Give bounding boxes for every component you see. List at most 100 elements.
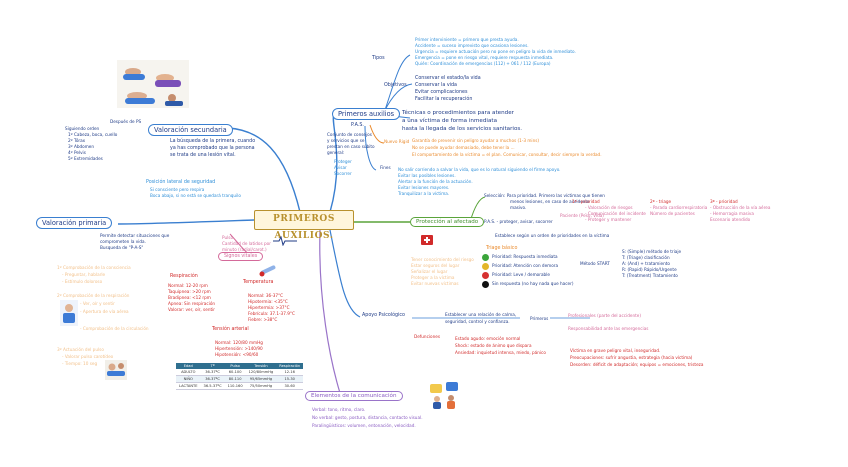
- fines-5: Tranquilizar a la víctima.: [398, 192, 449, 197]
- tension-label: Tensión arterial: [212, 327, 249, 333]
- triage-black-dot: [482, 281, 489, 288]
- temperatura-label: Temperatura: [243, 280, 273, 286]
- metodo-start-label: Método START: [580, 262, 610, 267]
- table-cell: 80-110: [225, 376, 246, 383]
- pas-item-socorrer: Socorrer: [334, 172, 352, 177]
- table-cell: 95/65mmHg: [246, 376, 277, 383]
- tipos-label: Tipos: [372, 56, 385, 62]
- central-topic: PRIMEROS AUXILIOS.: [254, 210, 354, 230]
- triage-0: Prioridad: Respuesta inmediata: [492, 255, 558, 260]
- apoyo-desc-2: seguridad, control y confianza.: [445, 320, 510, 325]
- valprim-pale-2: - Estímulo doloroso: [62, 280, 102, 285]
- triage-3: Sin respuesta (no hay nada que hacer): [492, 282, 573, 287]
- right-list-1: Preocupaciones: sufrir angustia, estrate…: [570, 356, 692, 361]
- comunicacion-1: No verbal: gesto, postura, distancia, co…: [312, 416, 423, 421]
- defunciones-0: Estado agudo: emoción normal: [455, 337, 520, 342]
- apoyo-primeros: Primeros: [530, 317, 548, 322]
- signos-vitales-node: Signos vitales: [218, 252, 263, 261]
- valsec-step-5: 5º Extremidades: [68, 157, 103, 162]
- proteccion-intro-4: Evitar nuevas víctimas: [411, 282, 459, 287]
- pas-line: P.A.S. - proteger, avisar, socorrer: [484, 220, 553, 225]
- valoracion-primaria-node: Valoración primaria: [36, 217, 112, 229]
- nuevo-rigid-3: El comportamiento de la víctima = el pla…: [412, 153, 602, 158]
- apoyo-psicologico-node: Apoyo Psicológico: [362, 313, 405, 319]
- triage-label: Triage básico: [486, 246, 517, 252]
- table-row: NIÑO 36-37ºC 80-110 95/65mmHg 15-30: [176, 376, 303, 383]
- table-cell: 75/50mmHg: [246, 383, 277, 390]
- legend-0: Paciente (Peso, Vida): [560, 214, 604, 219]
- objetivo-3: Evitar complicaciones: [415, 90, 467, 96]
- table-cell: 15-30: [276, 376, 303, 383]
- valsec-desc-3: se trata de una lesión vital.: [170, 153, 236, 159]
- tension-2: Hipotensión: <90/60: [215, 353, 258, 358]
- nuevo-rigid-1: Garantía de prevenir sin peligro ayudar …: [412, 139, 539, 144]
- valprim-pale-4: - Ver, oír y sentir: [80, 302, 115, 307]
- definicion-line-3: hasta la llegada de los servicios sanita…: [402, 126, 522, 132]
- table-cell: 30-60: [276, 383, 303, 390]
- tipos-item-5: Quién: Coordinación de emergencias (112)…: [415, 62, 551, 67]
- posicion-lateral-label: Posición lateral de seguridad: [146, 180, 215, 186]
- definicion-line-2: a una víctima de forma inmediata: [402, 118, 497, 124]
- seleccion-line-3: masivo.: [510, 206, 526, 211]
- respiracion-label: Respiración: [170, 274, 198, 280]
- triage-red-dot: [482, 272, 489, 279]
- right-list-0: Víctima en grave peligro vital, inseguri…: [570, 349, 660, 354]
- valoracion-secundaria-node: Valoración secundaria: [148, 124, 233, 136]
- despues-de-ps: Después de PS: [110, 120, 141, 125]
- objetivo-4: Facilitar la recuperación: [415, 97, 472, 103]
- apoyo-desc-1: Establecer una relación de calma,: [445, 313, 516, 318]
- connector-comunicacion: [320, 230, 340, 393]
- pas-label: P.A.S.: [351, 123, 364, 129]
- valprim-pale-3: 2º Comprobación de la respiración: [57, 294, 129, 299]
- comunicacion-0: Verbal: tono, ritmo, claro.: [312, 408, 365, 413]
- vital-signs-table: Edad Tª Pulso Tensión Respiración ADULTO…: [176, 363, 303, 390]
- comunicacion-2: Paralingüísticos: volumen, entonación, v…: [312, 424, 416, 429]
- defunciones-label: Defunciones: [414, 335, 440, 340]
- cpr-illustration: [105, 360, 127, 380]
- valprim-pale-7: 3º Actuación del pulso: [57, 348, 104, 353]
- posicion-item-2: Boca abajo, si no está se quedará tranqu…: [150, 194, 241, 199]
- table-cell: NIÑO: [176, 376, 201, 383]
- communication-illustration: [428, 380, 460, 410]
- primeros-auxilios-node: Primeros auxilios: [332, 108, 400, 120]
- thermometer-icon: [258, 262, 280, 278]
- heartbeat-icon: [273, 236, 297, 246]
- connector-valprim: [118, 220, 254, 224]
- table-cell: 110-160: [225, 383, 246, 390]
- objetivo-1: Conservar el estado/la vida: [415, 76, 481, 82]
- defunciones-2: Ansiedad: inquietud intensa, miedo, páni…: [455, 351, 546, 356]
- pas-desc-4: general:: [327, 151, 344, 156]
- primeros-item-1: Responsabilidad ante las emergencias: [568, 327, 648, 332]
- proteccion-node: Protección al afectado: [410, 217, 484, 227]
- orden-line: Establece según un orden de prioridades …: [495, 234, 609, 239]
- respiration-illustration: [60, 300, 78, 326]
- defunciones-1: Shock: estado de ánimo que dispara: [455, 344, 532, 349]
- primeros-item-0: Profesionales (parte del accidente): [568, 314, 641, 319]
- first-aid-illustration: [117, 60, 189, 108]
- valsec-desc-1: La búsqueda de la primera, cuando: [170, 139, 255, 145]
- valprim-pale-0: 1º Comprobación de la consciencia: [57, 266, 131, 271]
- definicion-line-1: Técnicas o procedimientos para atender: [402, 110, 514, 116]
- nuevo-rigid-label: Nuevo Rigid: [384, 140, 409, 145]
- valprim-pale-9: - Tiempo: 10 seg: [62, 362, 97, 367]
- nuevo-rigid-2: No se puede ayudar demasiado, debe tener…: [412, 146, 515, 151]
- objetivo-2: Conservar la vida: [415, 83, 457, 89]
- valprim-pale-5: - Apertura de vía aérea: [80, 310, 129, 315]
- valsec-desc-2: ya has comprobado que la persona: [170, 146, 255, 152]
- first-aid-kit-icon: [420, 232, 434, 246]
- table-cell: 36.5-37ºC: [201, 383, 225, 390]
- respiracion-4: Valorar: ver, oír, sentir: [168, 308, 215, 313]
- legend-1: Número de pacientes: [650, 212, 695, 217]
- connector-apoyo: [330, 230, 360, 317]
- metodo-4: T: (Treatment) Tratamiento: [622, 274, 678, 279]
- pulso-desc-2: minuto (radial/carot.): [222, 248, 267, 253]
- comunicacion-node: Elementos de la comunicación: [305, 391, 403, 401]
- table-cell: LACTANTE: [176, 383, 201, 390]
- valprim-desc-3: Busqueda de "P-A-S": [100, 246, 143, 251]
- objetivos-label: Objetivos: [384, 83, 407, 89]
- valprim-pale-6: - Comprobación de la circulación: [80, 327, 149, 332]
- temperatura-4: Fiebre: >38°C: [248, 318, 277, 323]
- connector-nuevo-rigid: [370, 125, 384, 143]
- right-list-2: Desorden: déficit de adaptación; equipos…: [570, 363, 703, 368]
